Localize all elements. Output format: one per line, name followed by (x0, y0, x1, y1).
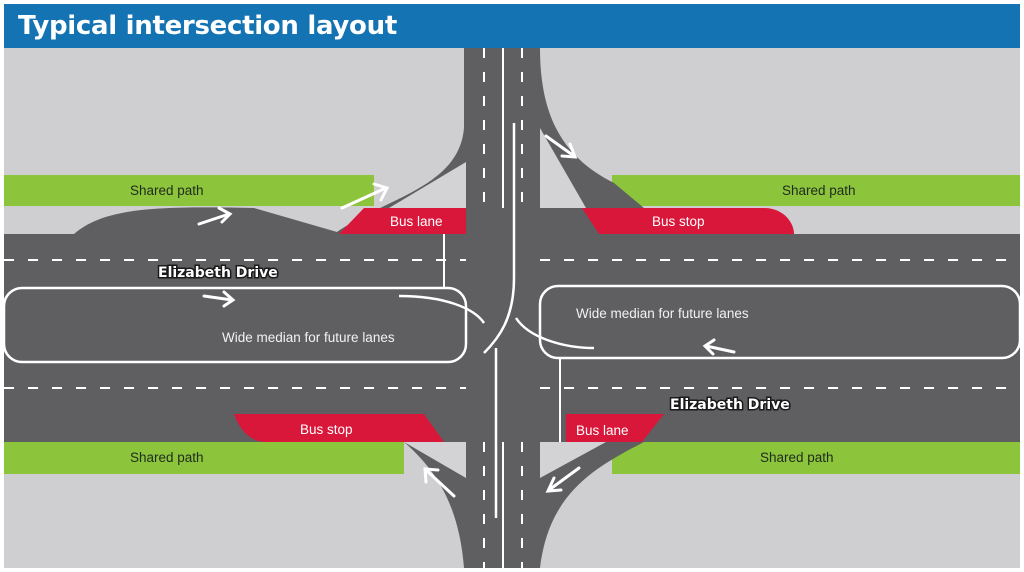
median-island-se (540, 442, 606, 478)
shared-path-nw (4, 175, 374, 206)
label-median-west: Wide median for future lanes (222, 330, 395, 345)
title-bar: Typical intersection layout (4, 4, 1020, 48)
bus-stop-north-area (582, 208, 794, 234)
label-road-name-east: Elizabeth Drive (670, 397, 790, 413)
figure-title: Typical intersection layout (18, 11, 397, 41)
label-median-east: Wide median for future lanes (576, 306, 749, 321)
bus-stop-south-area (234, 414, 444, 442)
label-shared-path-ne: Shared path (782, 183, 856, 198)
label-bus-stop-north: Bus stop (652, 214, 705, 229)
median-island-ne (540, 128, 586, 208)
shared-path-ne (612, 175, 1020, 206)
median-west (4, 286, 468, 364)
intersection-diagram: Shared path Shared path Shared path Shar… (4, 48, 1020, 568)
median-island-nw (389, 162, 466, 208)
label-bus-lane-north: Bus lane (390, 214, 443, 229)
label-bus-stop-south: Bus stop (300, 422, 353, 437)
shared-path-se (612, 442, 1020, 474)
median-east (538, 284, 1020, 360)
shared-path-sw (4, 442, 404, 474)
turning-paths (398, 123, 595, 518)
bus-lane-south-area (566, 414, 664, 442)
label-shared-path-sw: Shared path (130, 450, 204, 465)
direction-arrows (197, 134, 736, 498)
label-shared-path-nw: Shared path (130, 183, 204, 198)
bus-lane-north-area (339, 208, 466, 234)
median-island-sw (404, 442, 466, 478)
lane-markings (4, 48, 1020, 568)
label-road-name-west: Elizabeth Drive (158, 265, 278, 281)
label-shared-path-se: Shared path (760, 450, 834, 465)
label-bus-lane-south: Bus lane (576, 423, 629, 438)
